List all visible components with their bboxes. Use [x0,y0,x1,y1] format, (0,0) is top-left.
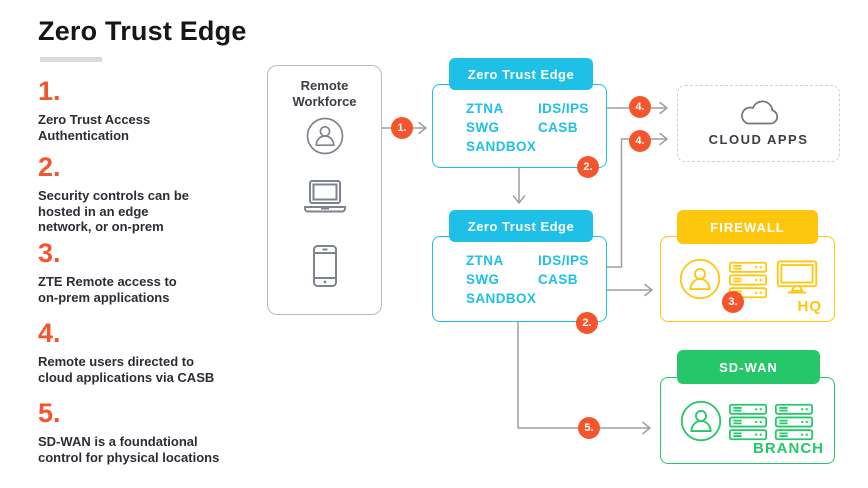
user-icon [679,399,723,443]
zte-service: CASB [538,272,578,287]
zte-service: SWG [466,272,500,287]
branch-label: BRANCH [753,440,824,457]
flow-badge-4: 4. [629,96,651,118]
step-text: Zero Trust Access Authentication [38,112,151,143]
server-icon [774,402,814,442]
hq-label: HQ [797,298,822,315]
step-2: 2. Security controls can be hosted in an… [38,154,258,235]
zte-service: SANDBOX [466,291,537,306]
server-icon [728,402,768,442]
cloud-icon [735,96,783,128]
zte-service: CASB [538,120,578,135]
step-5: 5. SD-WAN is a foundational control for … [38,400,258,465]
smartphone-icon [312,244,338,288]
cloud-apps-box: CLOUD APPS [677,85,840,162]
flow-badge-2: 2. [576,312,598,334]
step-number: 5. [38,398,61,428]
flow-badge-1: 1. [391,117,413,139]
title-underline [40,57,102,62]
zte-service: IDS/IPS [538,101,589,116]
laptop-icon [301,178,349,214]
step-text: SD-WAN is a foundational control for phy… [38,434,220,465]
monitor-icon [775,258,819,296]
step-number: 3. [38,238,61,268]
zte-service: SWG [466,120,500,135]
zte-service: IDS/IPS [538,253,589,268]
step-text: Security controls can be hosted in an ed… [38,188,189,235]
sd-wan-box: BRANCH [660,377,835,464]
step-3: 3. ZTE Remote access to on-prem applicat… [38,240,258,305]
user-icon [305,116,345,156]
flow-badge-3: 3. [722,291,744,313]
user-icon [678,257,722,301]
flow-badge-2: 2. [577,156,599,178]
step-text: Remote users directed to cloud applicati… [38,354,215,385]
firewall-box: HQ [660,236,835,322]
step-1: 1. Zero Trust Access Authentication [38,78,258,143]
flow-badge-4: 4. [629,130,651,152]
step-number: 2. [38,152,61,182]
firewall-header: FIREWALL [677,210,818,244]
zte-top-header: Zero Trust Edge [449,58,593,90]
sd-wan-header: SD-WAN [677,350,820,384]
remote-workforce-title: Remote Workforce [292,78,357,110]
zte-bottom-header: Zero Trust Edge [449,210,593,242]
flow-badge-5: 5. [578,417,600,439]
zte-service: ZTNA [466,101,504,116]
step-number: 4. [38,318,61,348]
step-number: 1. [38,76,61,106]
step-4: 4. Remote users directed to cloud applic… [38,320,258,385]
step-text: ZTE Remote access to on-prem application… [38,274,177,305]
page-title: Zero Trust Edge [38,16,247,46]
zte-top-box: ZTNA SWG SANDBOX IDS/IPS CASB [432,84,607,168]
remote-workforce-box: Remote Workforce [267,65,382,315]
zte-service: SANDBOX [466,139,537,154]
zte-service: ZTNA [466,253,504,268]
cloud-apps-label: CLOUD APPS [708,132,809,147]
zte-bottom-box: ZTNA SWG SANDBOX IDS/IPS CASB [432,236,607,322]
